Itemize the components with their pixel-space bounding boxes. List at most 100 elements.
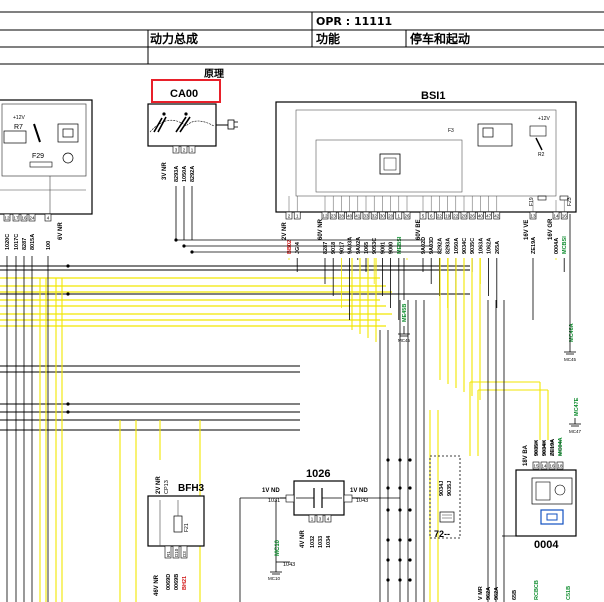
wire-layer bbox=[0, 186, 565, 602]
pin-box bbox=[452, 211, 460, 220]
bsi1-wire-label: 1065 bbox=[364, 242, 370, 254]
pin-number: 2 bbox=[183, 148, 186, 153]
ca00-connector-label: 3V NR bbox=[162, 162, 168, 180]
bfh3-wire-label: 0069B bbox=[174, 574, 180, 590]
svg-text:F23: F23 bbox=[567, 197, 573, 206]
pin-number: 30 bbox=[380, 214, 386, 219]
n1026-bottom-connector: 4V NR bbox=[300, 530, 306, 548]
bottom-wire-label: V MR bbox=[478, 586, 484, 600]
bfh3-body bbox=[147, 495, 205, 547]
svg-text:+12V: +12V bbox=[538, 116, 550, 122]
pin-box bbox=[493, 211, 501, 220]
pin-box bbox=[548, 461, 556, 470]
n0004-name: 0004 bbox=[534, 539, 559, 551]
n0004-wire-label: 9035K bbox=[534, 440, 540, 456]
pin-box bbox=[293, 211, 301, 220]
pin-number: 20 bbox=[461, 214, 467, 219]
pin-number: 24 bbox=[29, 216, 35, 221]
bottom-wire-label: 962A bbox=[486, 587, 492, 600]
pin-number: 26 bbox=[404, 214, 410, 219]
left-wire-label: 8015A bbox=[30, 234, 36, 250]
pin-box bbox=[419, 211, 427, 220]
pin-number: 22 bbox=[437, 214, 443, 219]
pin-box bbox=[468, 211, 476, 220]
n1026-left-connector: 1V ND bbox=[262, 488, 280, 494]
junction-dot bbox=[398, 508, 402, 512]
pin-number: 6 bbox=[430, 214, 433, 219]
pin-number: 40 bbox=[478, 214, 484, 219]
pin-number: D3 bbox=[182, 551, 187, 557]
junction-dot bbox=[386, 578, 390, 582]
pin-box bbox=[379, 211, 386, 220]
junction-dot bbox=[398, 486, 402, 490]
pin-box bbox=[285, 211, 293, 220]
pin-number: 22 bbox=[453, 214, 459, 219]
pin-number: 16 bbox=[21, 216, 27, 221]
svg-text:+12V: +12V bbox=[13, 115, 25, 121]
bsi1-wire-label: MCBSI bbox=[562, 236, 568, 254]
mc47-wire: MC47E bbox=[574, 397, 580, 416]
n1026-right-connector: 1V ND bbox=[350, 488, 368, 494]
bsi1-wire-label: 8292A bbox=[437, 238, 443, 254]
svg-text:R7: R7 bbox=[14, 124, 23, 131]
bsi1-wire-label: JGI4 bbox=[295, 241, 301, 254]
sheet-title: 原理 bbox=[204, 68, 224, 80]
n0004-wire-label: 9034K bbox=[542, 440, 548, 456]
junction-dot bbox=[66, 410, 70, 414]
mc46-wire: MC46A bbox=[569, 323, 575, 342]
bottom-wire-label: 962A bbox=[494, 587, 500, 600]
pin-box bbox=[180, 145, 188, 154]
bsi1-chip-icon bbox=[379, 153, 401, 175]
left-connector-label: 6V NR bbox=[58, 222, 64, 240]
pin-box bbox=[324, 514, 332, 523]
bfh3-top-connector: 2V NR bbox=[156, 476, 162, 494]
pin-box bbox=[460, 211, 468, 220]
pin-number: 42 bbox=[494, 214, 500, 219]
junction-dot bbox=[182, 244, 186, 248]
pin-number: 14 bbox=[541, 464, 547, 469]
pin-box bbox=[552, 211, 560, 220]
pin-box bbox=[44, 213, 52, 222]
pin-box bbox=[338, 211, 345, 220]
bfh3-wire-label: BH21 bbox=[182, 576, 188, 590]
system-label: 动力总成 bbox=[150, 31, 198, 46]
bsi1-connector-label: 16V GR bbox=[548, 218, 554, 240]
pin-number: 15 bbox=[533, 464, 539, 469]
bsi1-wire-label: 9A02A bbox=[356, 237, 362, 254]
pin-box bbox=[164, 545, 172, 559]
pin-number: 1 bbox=[398, 214, 401, 219]
bsi1-wire-label: 9A03A bbox=[348, 237, 354, 254]
bottom-wire-label: 65B bbox=[512, 590, 518, 600]
bsi1-wire-label: 1063A bbox=[478, 238, 484, 254]
svg-text:R2: R2 bbox=[538, 152, 545, 158]
n72-connector-icon bbox=[439, 511, 455, 523]
pin-number: 14 bbox=[553, 214, 559, 219]
ca00-body bbox=[147, 103, 217, 147]
junction-dot bbox=[398, 578, 402, 582]
bfh3-top-wire: CP13 bbox=[164, 480, 170, 494]
pin-box bbox=[529, 211, 537, 220]
junction-dot bbox=[386, 458, 390, 462]
opr-label: OPR : 11111 bbox=[316, 15, 392, 28]
pin-box bbox=[20, 213, 28, 222]
mc10-ground: MC10 1043 MC10 bbox=[268, 539, 295, 581]
pin-number: 5 bbox=[422, 214, 425, 219]
pin-box bbox=[346, 211, 353, 220]
bsi1-wire-label: 1050A bbox=[454, 238, 460, 254]
bsi1-connector-label: 2V NR bbox=[282, 222, 288, 240]
bsi1-wire-label: 1062A bbox=[487, 238, 493, 254]
pin-box bbox=[3, 213, 11, 222]
junction-dot bbox=[386, 508, 390, 512]
n72-dashed-body bbox=[429, 455, 461, 539]
bsi1-wire-label: ZE19A bbox=[531, 237, 537, 254]
n0004-connector: 18V BA bbox=[523, 444, 529, 466]
bsi1-wire-label: MEBSI bbox=[397, 236, 403, 254]
pin-number: 16 bbox=[549, 464, 555, 469]
bsi1-connector-label: 16V VE bbox=[524, 220, 530, 240]
bsi1-connector-label: 60V BE bbox=[416, 219, 422, 240]
junction-dot bbox=[174, 238, 178, 242]
